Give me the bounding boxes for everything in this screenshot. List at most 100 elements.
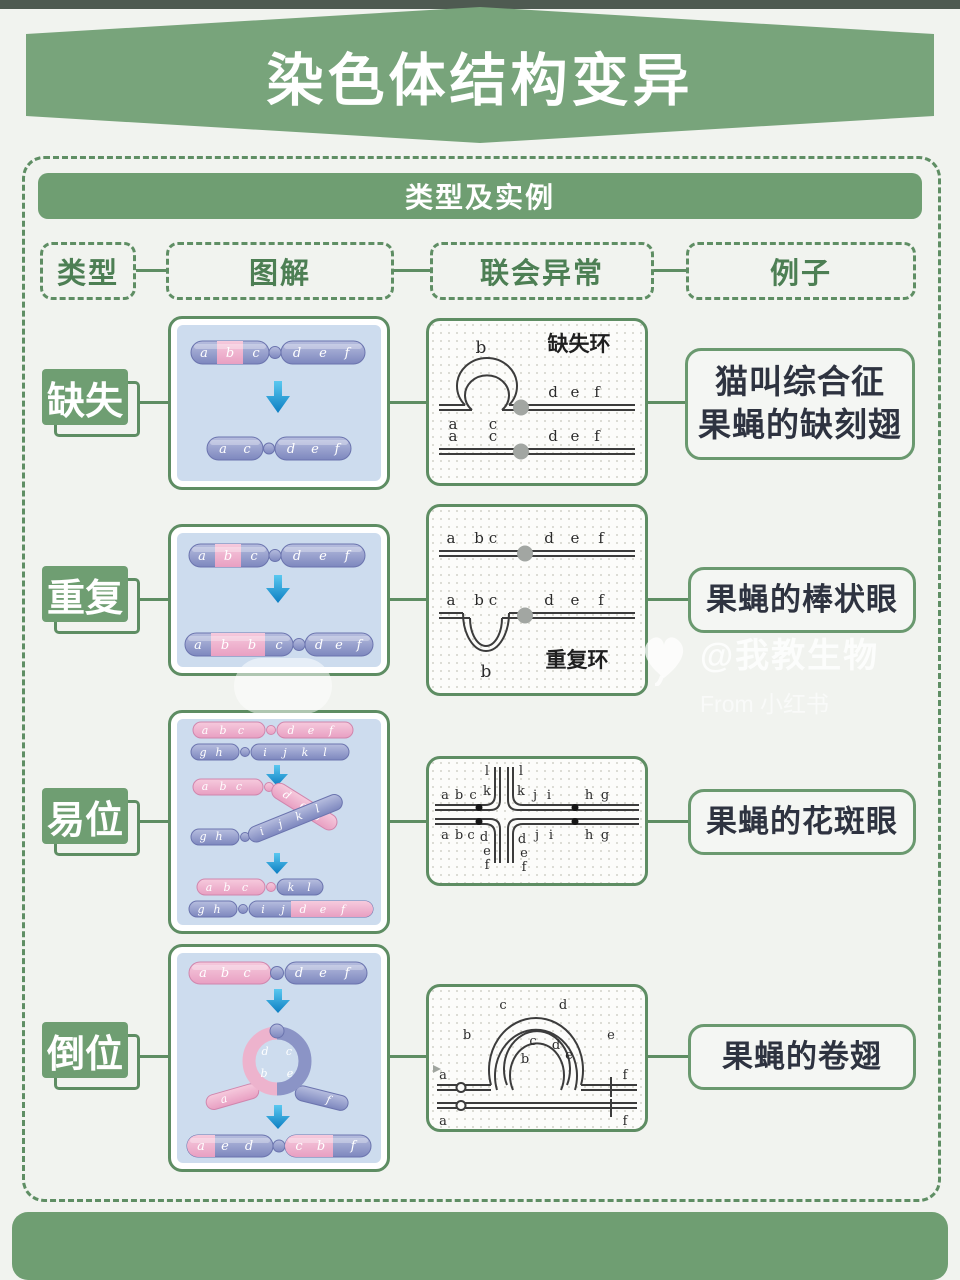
svg-text:a: a bbox=[439, 1068, 447, 1083]
svg-text:c: c bbox=[238, 724, 244, 737]
svg-text:e: e bbox=[483, 844, 491, 859]
svg-text:c: c bbox=[252, 346, 260, 361]
svg-text:e: e bbox=[571, 427, 580, 445]
svg-text:a: a bbox=[447, 529, 456, 547]
leaf-heart-icon bbox=[644, 637, 684, 686]
translocation-cross-figure: a b c k l k l j i h g a b c d e f d e f … bbox=[435, 764, 639, 875]
svg-text:e: e bbox=[571, 529, 580, 547]
svg-text:g: g bbox=[601, 828, 609, 843]
svg-text:b: b bbox=[521, 1052, 529, 1067]
svg-text:e: e bbox=[565, 1048, 573, 1063]
svg-text:h: h bbox=[585, 788, 594, 803]
watermark-source: From 小红书 bbox=[700, 691, 830, 717]
svg-text:d: d bbox=[518, 832, 526, 847]
white-blob bbox=[234, 658, 332, 714]
duplication-loop-figure: a b c d e f a b c d e f b 重复环 bbox=[439, 529, 635, 682]
svg-text:k: k bbox=[483, 784, 491, 799]
svg-text:k: k bbox=[288, 881, 295, 894]
column-header-synapsis: 联会异常 bbox=[430, 242, 654, 300]
svg-text:c: c bbox=[489, 591, 497, 609]
svg-text:f: f bbox=[344, 346, 352, 361]
chromosome-after: a c d e f bbox=[206, 436, 352, 461]
duplication-diagram: a b c d e f a b b bbox=[184, 543, 374, 657]
example-box-translocation: 果蝇的花斑眼 bbox=[688, 789, 916, 855]
svg-text:d: d bbox=[544, 591, 554, 609]
svg-text:d: d bbox=[548, 383, 558, 401]
svg-text:a: a bbox=[449, 427, 458, 445]
example-line: 果蝇的卷翅 bbox=[722, 1038, 882, 1074]
column-header-diagram: 图解 bbox=[166, 242, 394, 300]
svg-text:a: a bbox=[202, 780, 209, 793]
svg-text:g: g bbox=[601, 788, 609, 803]
svg-text:e: e bbox=[520, 846, 528, 861]
svg-text:d: d bbox=[293, 549, 301, 564]
svg-text:d: d bbox=[548, 427, 558, 445]
svg-text:e: e bbox=[308, 724, 315, 737]
svg-text:a: a bbox=[441, 788, 449, 803]
svg-text:a: a bbox=[199, 966, 207, 981]
connector bbox=[648, 598, 688, 601]
svg-text:d: d bbox=[287, 724, 294, 737]
svg-text:a: a bbox=[194, 638, 202, 653]
svg-text:i: i bbox=[261, 903, 265, 916]
chromosome-before: a b c d e f bbox=[188, 961, 368, 985]
svg-text:d: d bbox=[261, 1045, 268, 1058]
example-line: 果蝇的缺刻翅 bbox=[698, 406, 902, 443]
example-line: 果蝇的花斑眼 bbox=[706, 803, 898, 839]
translocation-diagram: a b c d e f g h i j k l bbox=[188, 721, 374, 918]
connector bbox=[140, 820, 168, 823]
connector bbox=[654, 269, 686, 272]
type-label-text: 易位 bbox=[42, 788, 128, 844]
svg-text:l: l bbox=[485, 764, 489, 779]
svg-text:b: b bbox=[221, 966, 229, 981]
svg-text:l: l bbox=[323, 746, 327, 759]
svg-text:f: f bbox=[594, 427, 601, 445]
svg-text:b: b bbox=[223, 881, 230, 894]
svg-text:a: a bbox=[202, 724, 209, 737]
svg-text:e: e bbox=[319, 346, 327, 361]
svg-text:f: f bbox=[328, 724, 335, 737]
chromosome-after: a b b c d e f bbox=[184, 632, 374, 657]
svg-text:c: c bbox=[236, 780, 242, 793]
svg-text:a: a bbox=[197, 1139, 205, 1154]
connector bbox=[140, 598, 168, 601]
svg-text:c: c bbox=[243, 442, 251, 457]
connector bbox=[390, 1055, 426, 1058]
chromosome-loop-twist: a f d c b e bbox=[205, 1023, 349, 1111]
svg-text:b: b bbox=[481, 662, 492, 682]
example-line: 果蝇的棒状眼 bbox=[706, 581, 898, 617]
watermark-handle: @我教生物 bbox=[700, 637, 880, 675]
svg-text:c: c bbox=[469, 788, 476, 803]
svg-text:e: e bbox=[335, 638, 343, 653]
connector bbox=[648, 401, 688, 404]
diagram-box-translocation: a b c d e f g h i j k l bbox=[168, 710, 390, 934]
type-label-text: 缺失 bbox=[42, 369, 128, 425]
chromosome-pink: a b c d e f bbox=[192, 721, 354, 739]
svg-text:b: b bbox=[219, 780, 226, 793]
connector bbox=[140, 401, 168, 404]
svg-text:b: b bbox=[226, 346, 234, 361]
page-title: 染色体结构变异 bbox=[266, 49, 694, 113]
svg-text:a: a bbox=[449, 415, 458, 433]
svg-text:d: d bbox=[315, 638, 323, 653]
example-line: 猫叫综合征 bbox=[715, 363, 885, 401]
svg-text:k: k bbox=[302, 746, 309, 759]
svg-text:b: b bbox=[474, 529, 484, 547]
svg-text:b: b bbox=[224, 549, 232, 564]
svg-text:f: f bbox=[350, 1139, 358, 1154]
svg-text:f: f bbox=[324, 1093, 334, 1107]
bottom-bar bbox=[12, 1212, 948, 1280]
example-box-deletion: 猫叫综合征 果蝇的缺刻翅 bbox=[685, 348, 915, 460]
svg-text:i: i bbox=[263, 746, 267, 759]
type-label-inversion: 倒位 bbox=[42, 1022, 154, 1094]
svg-text:f: f bbox=[598, 529, 605, 547]
diagram-box-duplication: a b c d e f a b b bbox=[168, 524, 390, 676]
svg-text:f: f bbox=[344, 549, 352, 564]
down-arrow-icon bbox=[266, 381, 290, 413]
connector bbox=[648, 1055, 688, 1058]
svg-text:i: i bbox=[258, 825, 266, 838]
svg-text:c: c bbox=[286, 1045, 292, 1058]
svg-text:l: l bbox=[307, 881, 311, 894]
svg-text:i: i bbox=[549, 828, 553, 843]
connector bbox=[390, 401, 426, 404]
